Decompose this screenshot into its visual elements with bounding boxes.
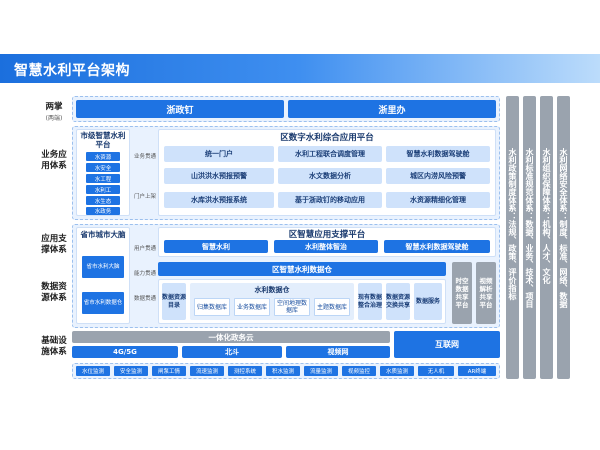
sensor-6[interactable]: 积水监测: [266, 366, 300, 376]
row-label-app-support: 应用支撑体系: [41, 234, 67, 255]
sensor-3[interactable]: 闸泵工情: [152, 366, 186, 376]
app-reservoir[interactable]: 水库洪水预报系统: [164, 192, 274, 208]
warehouse-title: 水利数据仓: [254, 286, 290, 294]
gov-cloud[interactable]: 一体化政务云: [72, 331, 390, 343]
row-label-infra: 基础设施体系: [41, 336, 67, 357]
row-label-two-portals: 两掌(两端): [45, 102, 63, 122]
tag-capability-link: 能力贯通: [134, 270, 157, 277]
city-item-5[interactable]: 水生态: [86, 196, 120, 205]
data-center-title: 区智慧水利数据仓: [158, 262, 446, 276]
system-organization: 水利组织保障体系：机构、人才、文化: [540, 96, 553, 379]
portal-zheliban[interactable]: 浙里办: [288, 100, 496, 118]
district-app-title: 区数字水利综合应用平台: [280, 133, 374, 143]
system-standards-label: 水利标准规范体系：数据、业务、技术、项目: [525, 148, 534, 308]
app-dispatch[interactable]: 水利工程联合调度管理: [278, 146, 382, 162]
support-smart-water[interactable]: 智慧水利: [164, 240, 268, 253]
sensor-1[interactable]: 水位监测: [76, 366, 110, 376]
system-standards: 水利标准规范体系：数据、业务、技术、项目: [523, 96, 536, 379]
sensor-11[interactable]: AR终端: [458, 366, 496, 376]
sensor-2[interactable]: 安全监测: [114, 366, 148, 376]
network-beidou[interactable]: 北斗: [182, 346, 282, 358]
data-exchange[interactable]: 数据资源交换共享: [386, 283, 410, 320]
city-item-3[interactable]: 水工程: [86, 174, 120, 183]
city-brain-title: 省市城市大脑: [80, 230, 126, 239]
network-4g5g[interactable]: 4G/5G: [72, 346, 178, 358]
app-mobile[interactable]: 基于浙政钉的移动应用: [278, 192, 382, 208]
sensor-10[interactable]: 无人机: [418, 366, 454, 376]
warehouse-item-3[interactable]: 空间地理数据库: [274, 298, 310, 316]
support-cockpit[interactable]: 智慧水利数据驾驶舱: [384, 240, 490, 253]
sensor-7[interactable]: 流量监测: [304, 366, 338, 376]
app-hydro-analysis[interactable]: 水文数据分析: [278, 168, 382, 184]
sensor-9[interactable]: 水质监测: [380, 366, 414, 376]
sensor-4[interactable]: 流速监测: [190, 366, 224, 376]
warehouse-item-2[interactable]: 业务数据库: [234, 298, 270, 316]
city-platform-title: 市级智慧水利平台: [80, 131, 126, 149]
sensor-5[interactable]: 测控系统: [228, 366, 262, 376]
system-security-label: 水利网络安全体系：制度、标准、网络、数据: [559, 148, 568, 308]
city-brain-item-1[interactable]: 省市水利大脑: [82, 256, 124, 278]
app-unified-portal[interactable]: 统一门户: [164, 146, 274, 162]
data-integration[interactable]: 现有数据整合治理: [358, 283, 382, 320]
city-brain-item-2[interactable]: 省市水利数据仓: [82, 292, 124, 314]
row-label-business: 业务应用体系: [41, 150, 67, 171]
city-item-6[interactable]: 水政务: [86, 207, 120, 215]
network-video[interactable]: 视频网: [286, 346, 390, 358]
city-item-4[interactable]: 水利工: [86, 185, 120, 194]
app-flood-warning[interactable]: 山洪洪水预报预警: [164, 168, 274, 184]
tag-data-link: 数据贯通: [134, 295, 157, 302]
app-water-resource[interactable]: 水资源精细化管理: [386, 192, 490, 208]
support-platform-title: 区智慧应用支撑平台: [288, 230, 366, 240]
app-cockpit[interactable]: 智慧水利数据驾驶舱: [386, 146, 490, 162]
system-security: 水利网络安全体系：制度、标准、网络、数据: [557, 96, 570, 379]
spatial-platform[interactable]: 时空数据共享平台: [452, 262, 472, 324]
sensor-8[interactable]: 视频监控: [342, 366, 376, 376]
internet[interactable]: 互联网: [394, 331, 500, 358]
tag-portal-launch: 门户上架: [134, 193, 157, 200]
system-policy: 水利政策制度体系：法规、政策、评价指标: [506, 96, 519, 379]
tag-business-link: 业务贯通: [134, 153, 157, 160]
city-item-1[interactable]: 水资源: [86, 152, 120, 161]
page-title: 智慧水利平台架构: [14, 63, 130, 79]
row-label-data-resource: 数据资源体系: [41, 282, 67, 303]
warehouse-item-1[interactable]: 归集数据库: [194, 298, 230, 316]
app-waterlogging[interactable]: 城区内涝风险预警: [386, 168, 490, 184]
city-item-2[interactable]: 水安全: [86, 163, 120, 172]
data-catalog[interactable]: 数据资源目录: [162, 283, 186, 320]
system-policy-label: 水利政策制度体系：法规、政策、评价指标: [508, 148, 517, 300]
tag-user-link: 用户贯通: [134, 245, 157, 252]
data-service[interactable]: 数据服务: [414, 283, 442, 320]
warehouse-item-4[interactable]: 主题数据库: [314, 298, 350, 316]
video-platform[interactable]: 视频解析共享平台: [476, 262, 496, 324]
support-governance[interactable]: 水利整体智治: [274, 240, 378, 253]
portal-zhengding[interactable]: 浙政钉: [76, 100, 284, 118]
title-band: [0, 54, 600, 83]
system-organization-label: 水利组织保障体系：机构、人才、文化: [542, 148, 551, 284]
